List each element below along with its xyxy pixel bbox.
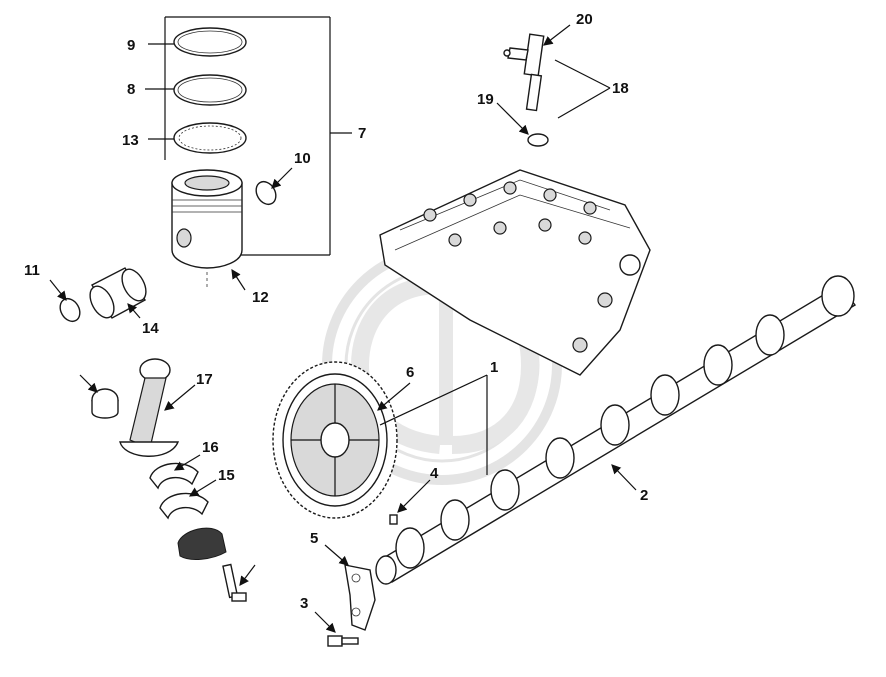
bearing-shell-15 (159, 492, 209, 520)
bolt-3 (327, 635, 359, 647)
callout-1: 1 (490, 359, 498, 376)
callout-5: 5 (310, 530, 318, 547)
callout-9: 9 (127, 37, 135, 54)
small-end-bushing (91, 388, 119, 419)
thrust-plate-5 (344, 564, 376, 631)
injector-washer-19 (527, 133, 549, 147)
callout-8: 8 (127, 81, 135, 98)
callout-15: 15 (218, 467, 235, 484)
callout-6: 6 (406, 364, 414, 381)
callout-18: 18 (612, 80, 629, 97)
bearing-shell-16 (149, 462, 199, 490)
callout-7: 7 (358, 125, 366, 142)
callout-16: 16 (202, 439, 219, 456)
cylinder-head (379, 169, 651, 376)
circlip-11 (59, 297, 81, 323)
leader-lines (49, 24, 637, 633)
callout-4: 4 (430, 465, 439, 482)
piston-ring-8 (173, 74, 247, 106)
callout-20: 20 (576, 11, 593, 28)
piston (171, 169, 243, 288)
connecting-rod-bolt (222, 563, 247, 602)
piston-ring-13 (173, 122, 247, 154)
callout-19: 19 (477, 91, 494, 108)
woodruff-key-4 (389, 514, 398, 525)
callout-3: 3 (300, 595, 308, 612)
circlip-10 (255, 180, 277, 206)
callout-10: 10 (294, 150, 311, 167)
camshaft-2 (375, 275, 857, 585)
connecting-rod-cap (177, 527, 227, 560)
fuel-injector (503, 33, 545, 112)
camshaft-gear-6 (272, 361, 398, 519)
callout-14: 14 (142, 320, 159, 337)
callout-17: 17 (196, 371, 213, 388)
connecting-rod-17 (119, 358, 180, 457)
callout-2: 2 (640, 487, 648, 504)
callout-11: 11 (24, 262, 40, 279)
callout-13: 13 (122, 132, 139, 149)
piston-pin-14 (89, 267, 147, 319)
callout-12: 12 (252, 289, 269, 306)
piston-ring-9 (173, 27, 247, 57)
